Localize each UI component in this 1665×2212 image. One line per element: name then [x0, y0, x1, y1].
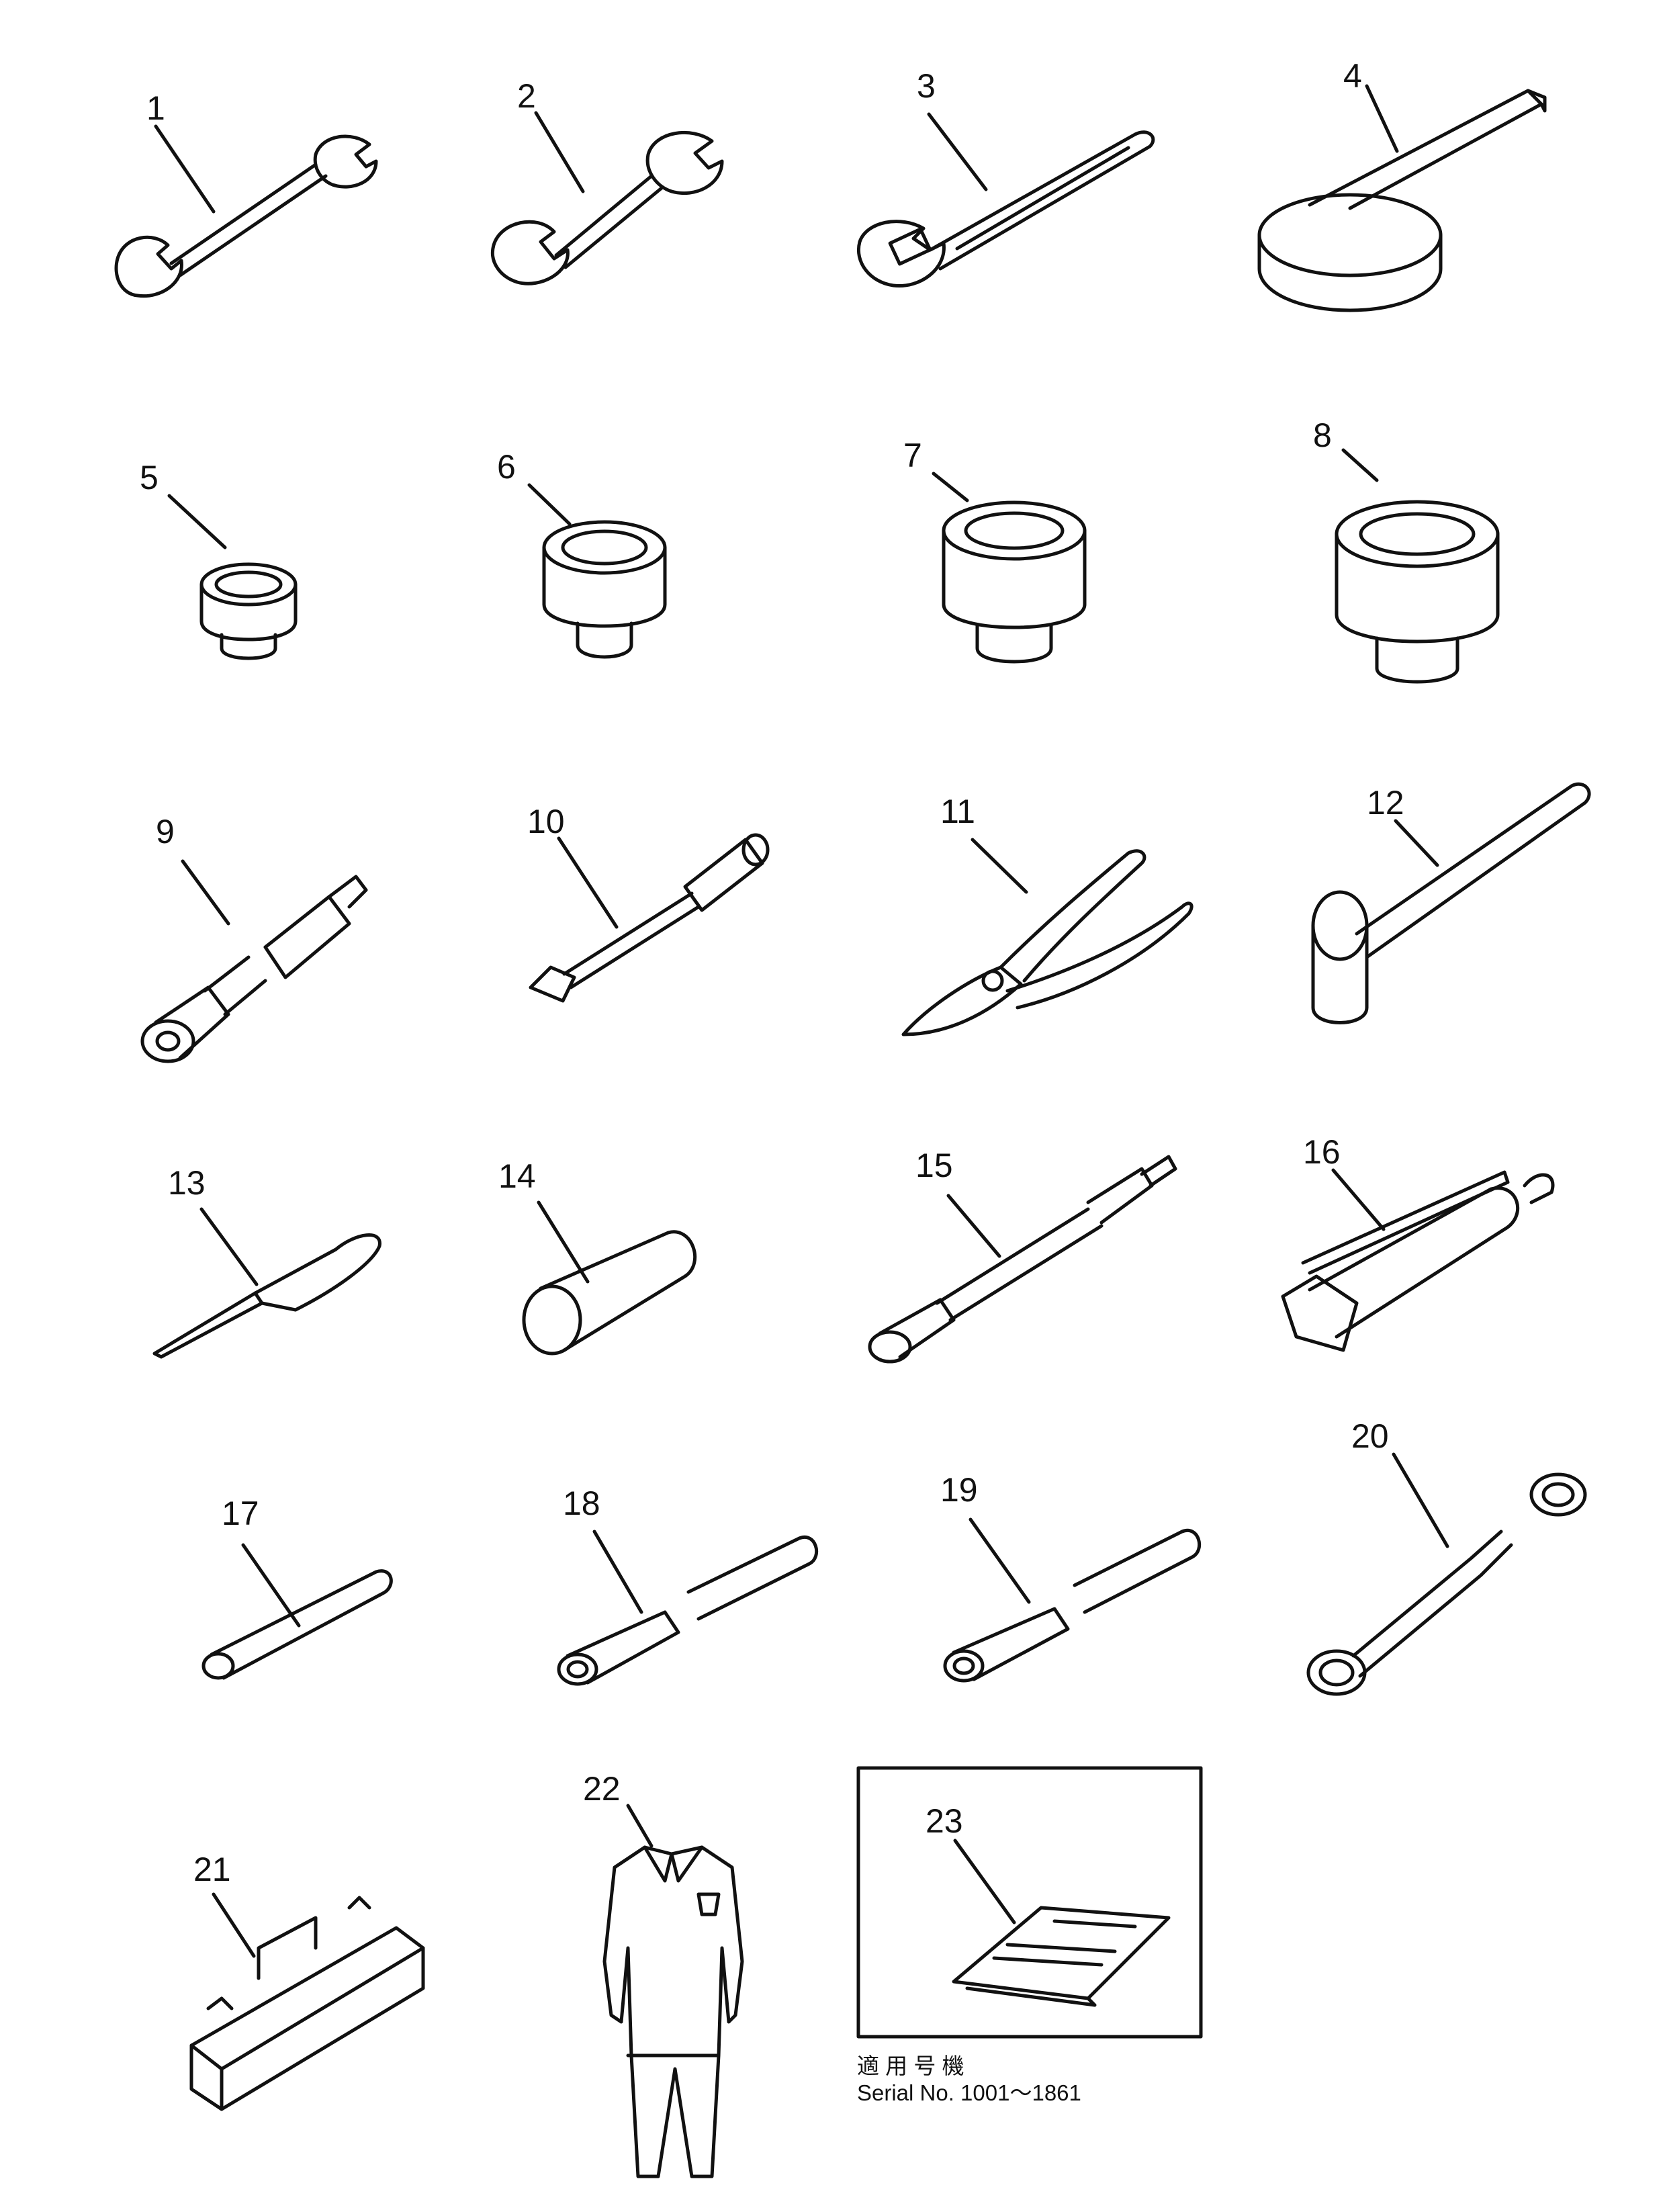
part-19-pipe-icon — [943, 1517, 1202, 1683]
callout-9: 9 — [156, 813, 175, 850]
callout-8: 8 — [1313, 416, 1332, 454]
callout-2: 2 — [517, 77, 536, 115]
callout-16: 16 — [1303, 1133, 1341, 1171]
serial-note-english: Serial No. 1001～1861 — [857, 2080, 1081, 2105]
callout-12: 12 — [1367, 784, 1404, 822]
part-3-adjustable-wrench-icon — [857, 112, 1155, 288]
callout-6: 6 — [497, 448, 516, 486]
part-16-grease-gun-icon — [1281, 1168, 1555, 1352]
callout-20: 20 — [1351, 1417, 1389, 1455]
part-20-offset-box-wrench-icon — [1306, 1452, 1587, 1696]
part-21-tool-bag-icon — [189, 1892, 425, 2111]
part-15-grease-hose-icon — [868, 1155, 1177, 1364]
part-9-extension-bar-icon — [140, 859, 368, 1063]
callout-19: 19 — [940, 1471, 978, 1509]
callout-17: 17 — [222, 1495, 259, 1532]
part-7-socket-icon — [932, 472, 1087, 664]
callout-3: 3 — [917, 67, 936, 105]
part-23-manual-icon — [856, 1766, 1203, 2039]
part-10-hex-key-bar-icon — [529, 833, 770, 1003]
callout-4: 4 — [1343, 57, 1362, 95]
callout-11: 11 — [940, 793, 975, 830]
part-12-hammer-icon — [1311, 782, 1591, 1024]
callout-22: 22 — [583, 1770, 621, 1808]
part-17-bar-icon — [201, 1543, 393, 1680]
callout-18: 18 — [563, 1485, 600, 1522]
callout-5: 5 — [140, 459, 159, 496]
callout-1: 1 — [146, 89, 165, 127]
part-4-filter-wrench-icon — [1257, 84, 1547, 312]
callout-10: 10 — [527, 803, 565, 840]
part-11-pliers-icon — [901, 838, 1194, 1036]
part-8-socket-icon — [1335, 448, 1500, 684]
part-6-socket-icon — [527, 483, 667, 659]
callout-7: 7 — [903, 437, 922, 474]
callout-23: 23 — [926, 1802, 963, 1840]
part-14-grease-cartridge-icon — [522, 1200, 697, 1356]
callout-14: 14 — [498, 1157, 536, 1195]
part-1-open-end-wrench-icon — [114, 124, 378, 298]
callout-15: 15 — [915, 1147, 953, 1184]
callout-13: 13 — [168, 1164, 206, 1202]
serial-note-japanese: 適 用 号 機 — [857, 2053, 964, 2078]
part-5-socket-icon — [167, 494, 298, 660]
serial-number-note: 適 用 号 機 Serial No. 1001～1861 — [857, 2053, 1260, 2107]
part-13-screwdriver-icon — [152, 1207, 381, 1359]
part-2-open-end-wrench-icon — [491, 111, 724, 285]
part-22-coverall-icon — [602, 1804, 744, 2178]
part-18-pipe-icon — [557, 1530, 819, 1686]
callout-21: 21 — [193, 1851, 231, 1888]
